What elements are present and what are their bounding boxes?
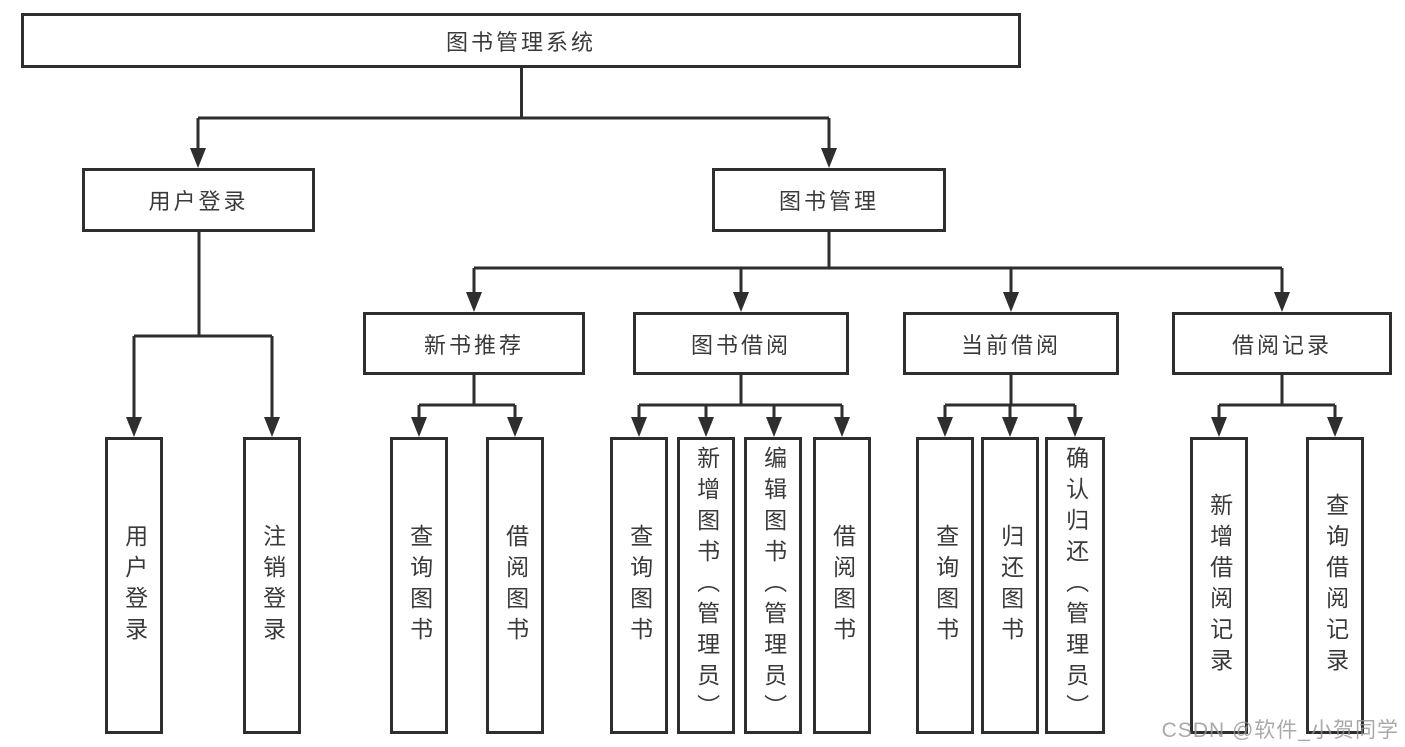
leaf-confirm-return-admin: 确认归还（管理员）	[1045, 437, 1105, 734]
node-label: 图书借阅	[690, 332, 791, 358]
arrow-icon	[1211, 417, 1227, 437]
leaf-label: 归还图书	[997, 523, 1024, 648]
node-library-system: 图书管理系统	[21, 13, 1021, 68]
leaf-label: 查询图书	[626, 523, 653, 648]
node-book-borrow: 图书借阅	[633, 312, 849, 375]
arrow-icon	[1067, 417, 1083, 437]
leaf-borrow-books: 借阅图书	[813, 437, 871, 734]
arrow-icon	[507, 417, 523, 437]
arrow-icon	[126, 417, 142, 437]
leaf-query-books-current: 查询图书	[916, 437, 974, 734]
node-label: 当前借阅	[960, 332, 1061, 358]
leaf-user-login: 用户登录	[105, 437, 163, 734]
leaf-label: 注销登录	[259, 523, 286, 648]
arrowheads	[126, 148, 1343, 437]
node-book-management: 图书管理	[712, 168, 946, 232]
leaf-logout: 注销登录	[243, 437, 301, 734]
leaf-edit-book-admin: 编辑图书（管理员）	[744, 437, 802, 734]
arrow-icon	[264, 417, 280, 437]
leaf-label: 借阅图书	[829, 523, 856, 648]
leaf-label: 借阅图书	[502, 523, 529, 648]
node-current-borrow: 当前借阅	[903, 312, 1119, 375]
leaf-label: 查询图书	[932, 523, 959, 648]
leaf-query-books-borrow: 查询图书	[610, 437, 668, 734]
arrow-icon	[1003, 292, 1019, 312]
node-new-book-recommend: 新书推荐	[363, 312, 585, 375]
leaf-label: 编辑图书（管理员）	[760, 446, 787, 725]
node-label: 借阅记录	[1231, 332, 1332, 358]
leaf-add-borrow-record: 新增借阅记录	[1190, 437, 1248, 734]
arrow-icon	[821, 148, 837, 168]
leaf-label: 新增图书（管理员）	[693, 446, 720, 725]
arrow-icon	[190, 148, 206, 168]
leaf-label: 查询借阅记录	[1322, 492, 1349, 679]
arrow-icon	[937, 417, 953, 437]
leaf-query-books-recommend: 查询图书	[390, 437, 448, 734]
leaf-return-book: 归还图书	[981, 437, 1039, 734]
leaf-label: 用户登录	[121, 523, 148, 648]
arrow-icon	[698, 417, 714, 437]
arrow-icon	[1327, 417, 1343, 437]
arrow-icon	[733, 292, 749, 312]
node-label: 图书管理系统	[445, 29, 596, 55]
node-borrow-records: 借阅记录	[1172, 312, 1392, 375]
arrow-icon	[1002, 417, 1018, 437]
csdn-watermark: CSDN @软件_小贺同学	[1161, 719, 1399, 742]
leaf-label: 确认归还（管理员）	[1062, 446, 1089, 725]
leaf-add-book-admin: 新增图书（管理员）	[677, 437, 735, 734]
arrow-icon	[631, 417, 647, 437]
arrow-icon	[466, 292, 482, 312]
node-label: 新书推荐	[423, 332, 524, 358]
leaf-label: 查询图书	[406, 523, 433, 648]
node-user-login: 用户登录	[82, 168, 315, 232]
leaf-borrow-books-recommend: 借阅图书	[486, 437, 544, 734]
leaf-query-borrow-record: 查询借阅记录	[1306, 437, 1364, 734]
arrow-icon	[411, 417, 427, 437]
arrow-icon	[834, 417, 850, 437]
node-label: 用户登录	[148, 189, 249, 214]
leaf-label: 新增借阅记录	[1206, 492, 1233, 679]
arrow-icon	[1274, 292, 1290, 312]
arrow-icon	[766, 417, 782, 437]
node-label: 图书管理	[778, 189, 879, 214]
